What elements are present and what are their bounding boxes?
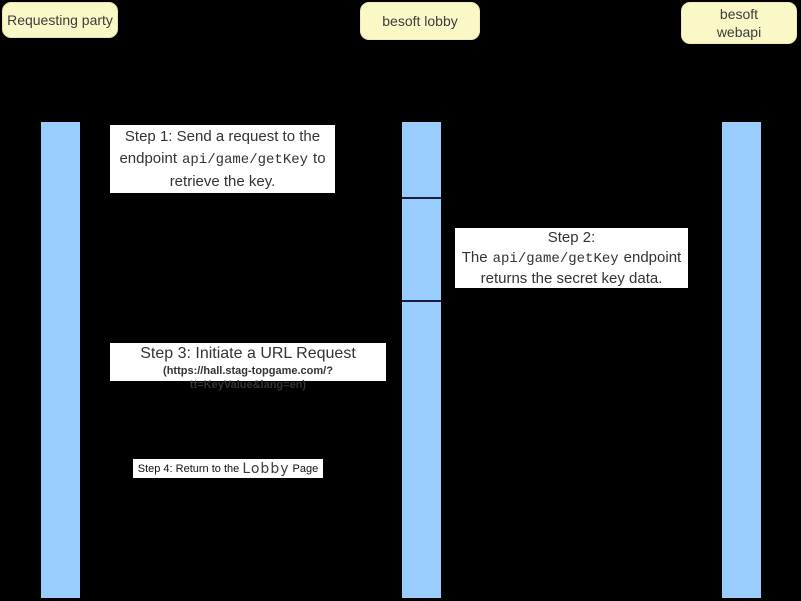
bar-segment-divider xyxy=(402,197,441,199)
activation-bar-besoft-lobby xyxy=(402,122,441,598)
note-line: retrieve the key. xyxy=(110,171,335,193)
actor-box-besoft-lobby: besoft lobby xyxy=(360,2,480,40)
actor-label-besoft-lobby: besoft lobby xyxy=(382,13,458,29)
note-text: returns the secret key data. xyxy=(480,270,663,287)
actor-box-requesting-party: Requesting party xyxy=(2,2,118,38)
note-text: to xyxy=(313,150,326,167)
note-line: Step 2: xyxy=(455,228,688,248)
note-text: endpoint xyxy=(119,150,177,167)
note-text: Step 4: Return to the xyxy=(137,462,243,475)
note-text: Page xyxy=(289,462,319,475)
url-text: (https://hall.stag-topgame.com/?tt=KeyVa… xyxy=(163,365,333,391)
note-url-line: (https://hall.stag-topgame.com/?tt=KeyVa… xyxy=(110,364,386,392)
note-line: Step 3: Initiate a URL Request xyxy=(110,343,386,364)
note-line: Step 1: Send a request to the xyxy=(110,126,335,148)
note-text-lobby: Lobby xyxy=(242,460,290,477)
message-note-step1: Step 1: Send a request to the endpoint ap… xyxy=(110,125,335,193)
note-text: The xyxy=(461,249,488,266)
note-text: endpoint xyxy=(623,249,682,266)
activation-bar-requesting-party xyxy=(41,122,80,598)
note-text: Step 2: xyxy=(547,229,596,246)
actor-label-requesting-party: Requesting party xyxy=(7,12,113,28)
actor-label-besoft-webapi: besoft webapi xyxy=(716,6,762,40)
activation-bar-besoft-webapi xyxy=(722,122,761,598)
note-text: retrieve the key. xyxy=(169,173,276,190)
endpoint-code: api/game/getKey xyxy=(182,152,309,168)
note-text: Step 1: Send a request to the xyxy=(124,128,321,145)
note-line: returns the secret key data. xyxy=(455,269,688,289)
note-text: Step 3: Initiate a URL Request xyxy=(140,345,356,362)
message-note-step3: Step 3: Initiate a URL Request (https://… xyxy=(110,343,386,391)
endpoint-code: api/game/getKey xyxy=(492,251,619,267)
bar-segment-divider xyxy=(402,300,441,302)
actor-box-besoft-webapi: besoft webapi xyxy=(681,2,797,44)
message-note-step4: Step 4: Return to the Lobby Page xyxy=(133,459,323,478)
